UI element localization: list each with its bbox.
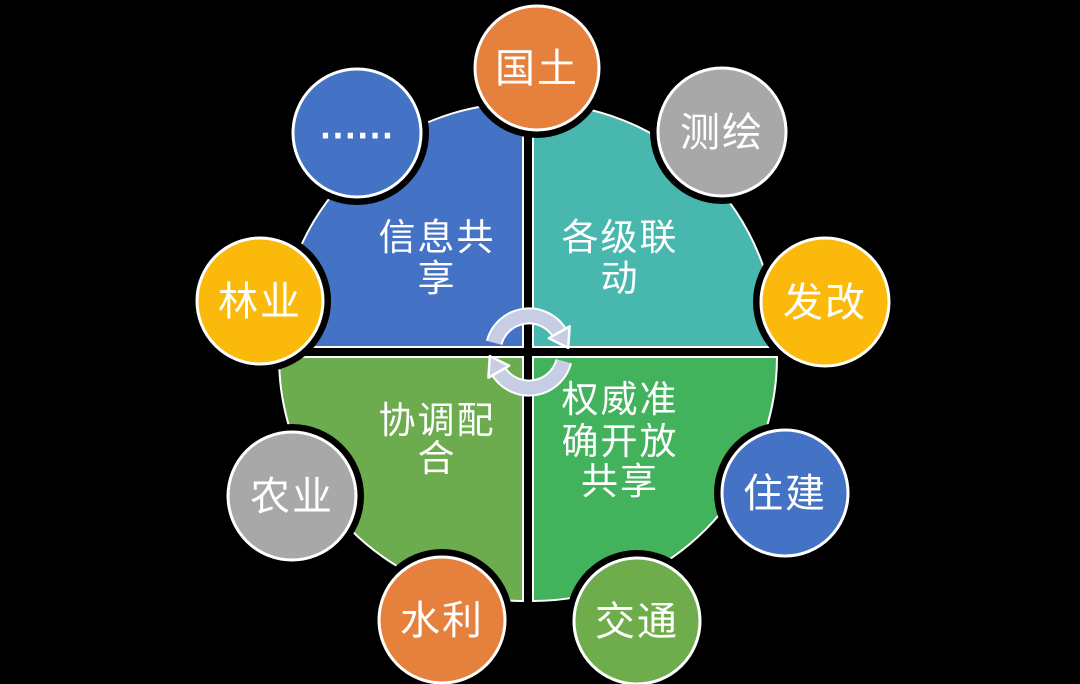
satellite-zhujian: 住建 <box>720 428 850 558</box>
rotation-arrow-top <box>487 309 566 345</box>
satellite-ellipsis-label: ······ <box>320 119 394 154</box>
quadrant-coordination-label-line2: 合 <box>418 438 457 480</box>
satellite-guotu-shape <box>473 4 601 132</box>
quadrant-coordination-label-line1: 协调配 <box>379 401 496 442</box>
rotation-arrow-bottom <box>492 359 571 395</box>
quadrant-authoritative-open-sharing-label-line2: 确开放 <box>562 421 679 463</box>
satellite-ellipsis-shape <box>291 67 423 199</box>
satellite-nongye: 农业 <box>226 430 358 562</box>
rotation-arrow-top-head <box>547 325 571 350</box>
satellite-jiaotong-label: 交通 <box>595 599 679 644</box>
quadrant-multi-level-linkage-label-line1: 各级联 <box>562 217 679 259</box>
rotation-arrow-bottom-head <box>487 354 511 379</box>
satellite-nongye-shape <box>226 430 358 562</box>
satellite-fagai-label: 发改 <box>783 280 867 325</box>
satellite-zhujian-label: 住建 <box>743 471 827 516</box>
satellite-fagai: 发改 <box>759 236 891 368</box>
satellite-zhujian-shape <box>720 428 850 558</box>
quadrant-multi-level-linkage-label-line2: 动 <box>601 259 640 300</box>
satellite-fagai-shape <box>759 236 891 368</box>
satellite-guotu-label: 国土 <box>495 46 579 91</box>
satellite-shuili-shape <box>377 555 507 684</box>
satellite-ellipsis: ······ <box>291 67 423 199</box>
satellite-shuili-label: 水利 <box>400 598 484 643</box>
satellite-linye-shape <box>195 236 325 366</box>
satellite-jiaotong: 交通 <box>572 556 702 684</box>
satellite-cehui-label: 测绘 <box>680 110 764 155</box>
satellite-linye: 林业 <box>195 236 325 366</box>
quadrant-authoritative-open-sharing-label-line1: 权威准 <box>562 379 679 421</box>
satellite-shuili: 水利 <box>377 555 507 684</box>
satellite-cehui: 测绘 <box>656 66 788 198</box>
quadrant-authoritative-open-sharing-label-line3: 共享 <box>581 461 659 503</box>
quadrant-info-sharing-label-line1: 信息共 <box>379 217 496 259</box>
satellite-linye-label: 林业 <box>218 279 302 324</box>
satellite-jiaotong-shape <box>572 556 702 684</box>
satellite-nongye-label: 农业 <box>250 474 334 519</box>
quadrant-info-sharing-label-line2: 享 <box>418 258 457 300</box>
satellite-cehui-shape <box>656 66 788 198</box>
rotation-clockwise-arrows-icon <box>485 307 573 397</box>
satellite-guotu: 国土 <box>473 4 601 132</box>
